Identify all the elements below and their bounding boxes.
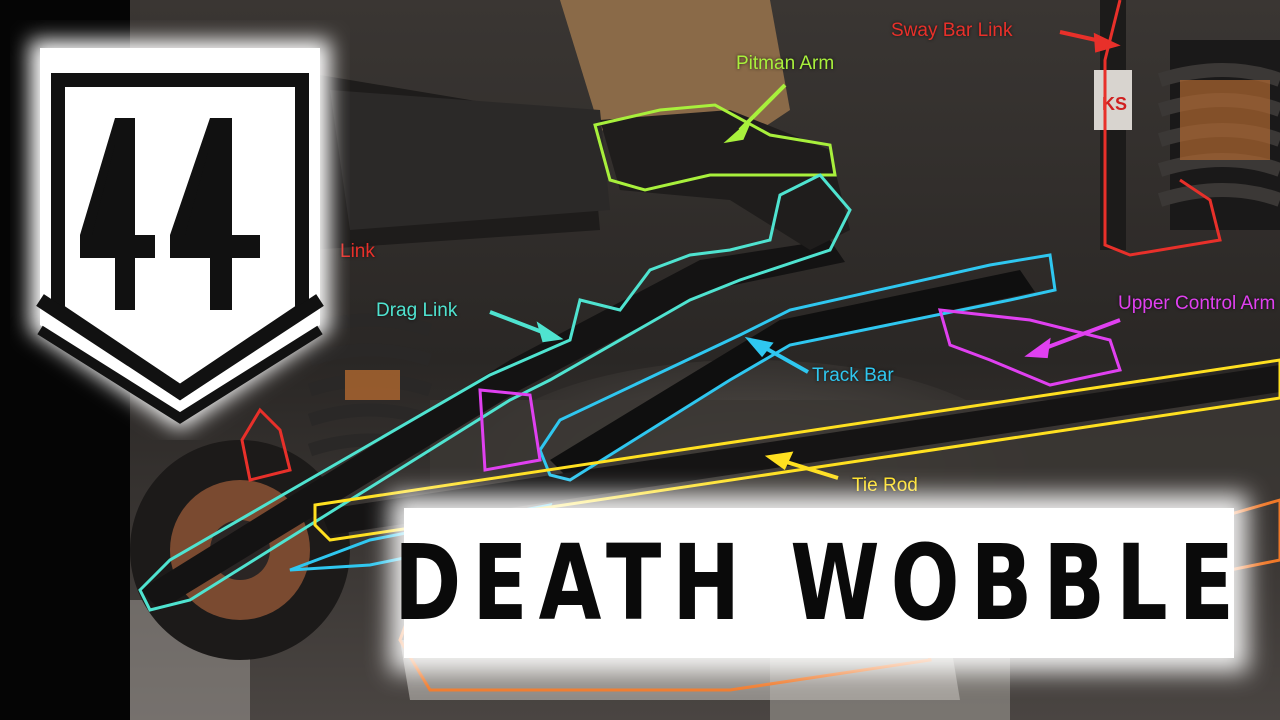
- headline-text: DEATH WOBBLE: [393, 522, 1245, 644]
- headline-banner: DEATH WOBBLE: [394, 508, 1234, 658]
- callout-sway-bar-link: Sway Bar Link: [891, 20, 1013, 41]
- callout-tie-rod: Tie Rod: [852, 475, 918, 496]
- callout-drag-link: Drag Link: [376, 300, 458, 321]
- coil-spring-icon: [1157, 40, 1280, 230]
- callout-upper-control-arm: Upper Control Arm: [1118, 293, 1276, 314]
- svg-text:KS: KS: [1102, 94, 1127, 114]
- callout-link-partial: Link: [340, 241, 375, 262]
- callout-pitman-arm: Pitman Arm: [736, 53, 835, 74]
- callout-track-bar: Track Bar: [812, 365, 894, 386]
- channel-logo: [10, 20, 350, 440]
- shield-logo-icon: [30, 40, 330, 430]
